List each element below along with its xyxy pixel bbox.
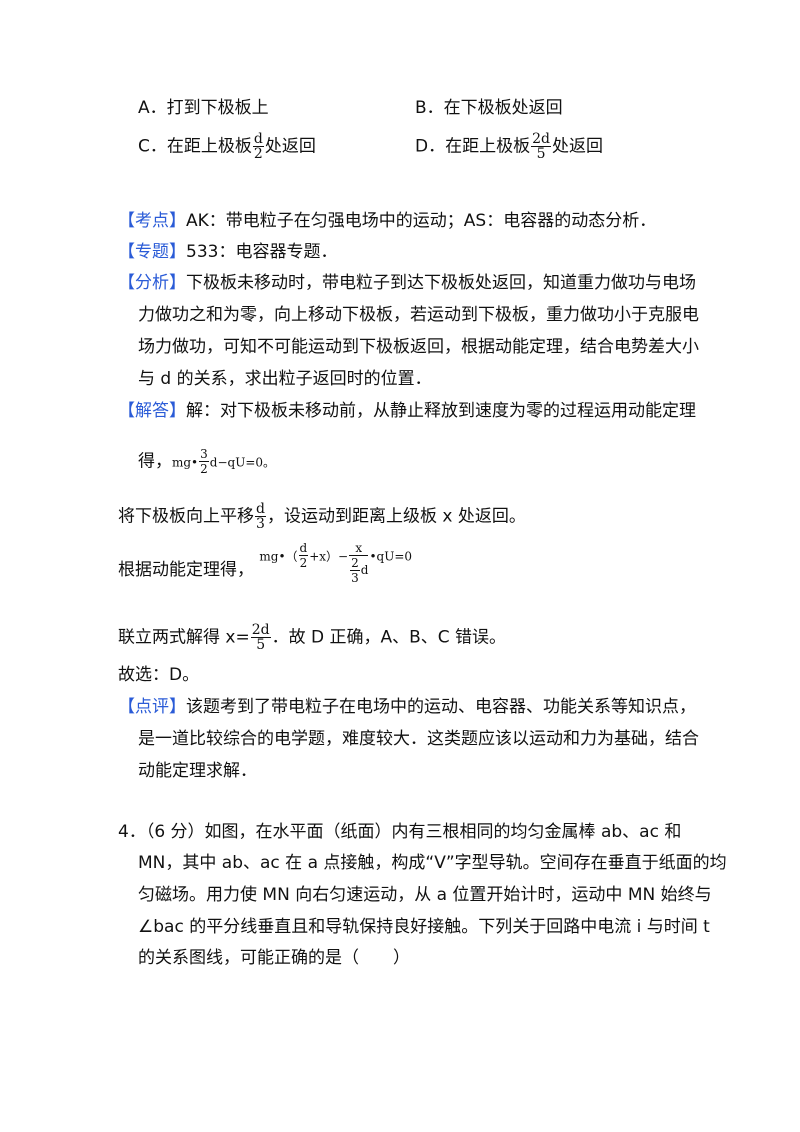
- dianping-line-2: 是一道比较综合的电学题，难度较大．这类题应该以运动和力为基础，结合: [138, 729, 699, 749]
- zhuanti-line: 【专题】533：电容器专题．: [118, 242, 338, 262]
- option-a: A．打到下极板上: [138, 98, 269, 118]
- question4-line-3: 匀磁场。用力使 MN 向右匀速运动，从 a 位置开始计时，运动中 MN 始终与: [138, 885, 712, 905]
- question4-line-5: 的关系图线，可能正确的是（ ）: [138, 948, 410, 968]
- dianping-line-3: 动能定理求解．: [138, 761, 257, 781]
- fenxi-line-4: 与 d 的关系，求出粒子返回时的位置．: [138, 369, 432, 389]
- jieda-line-6: 故选：D。: [118, 665, 200, 685]
- zhuanti-tag: 【专题】: [118, 242, 186, 262]
- question4-line-2: MN，其中 ab、ac 在 a 点接触，构成“V”字型导轨。空间存在垂直于纸面的…: [138, 853, 727, 873]
- kaodian-tag: 【考点】: [118, 211, 186, 231]
- fenxi-line-3: 场力做功，可知不可能运动到下极板返回，根据动能定理，结合电势差大小: [138, 337, 699, 357]
- kaodian-line: 【考点】AK：带电粒子在匀强电场中的运动；AS：电容器的动态分析．: [118, 211, 657, 231]
- dianping-tag: 【点评】: [118, 697, 186, 717]
- fenxi-line-1: 【分析】下极板未移动时，带电粒子到达下极板处返回，知道重力做功与电场: [118, 273, 696, 293]
- question4-line-1: 4．（6 分）如图，在水平面（纸面）内有三根相同的均匀金属棒 ab、ac 和: [118, 822, 682, 842]
- dianping-line-1: 【点评】该题考到了带电粒子在电场中的运动、电容器、功能关系等知识点，: [118, 697, 696, 717]
- fenxi-line-2: 力做功之和为零，向上移动下极板，若运动到下极板，重力做功小于克服电: [138, 305, 699, 325]
- option-b: B．在下极板处返回: [415, 98, 563, 118]
- fenxi-tag: 【分析】: [118, 273, 186, 293]
- jieda-tag: 【解答】: [118, 401, 186, 421]
- jieda-line-1: 【解答】解：对下极板未移动前，从静止释放到速度为零的过程运用动能定理: [118, 401, 696, 421]
- question4-line-4: ∠bac 的平分线垂直且和导轨保持良好接触。下列关于回路中电流 i 与时间 t: [138, 917, 710, 937]
